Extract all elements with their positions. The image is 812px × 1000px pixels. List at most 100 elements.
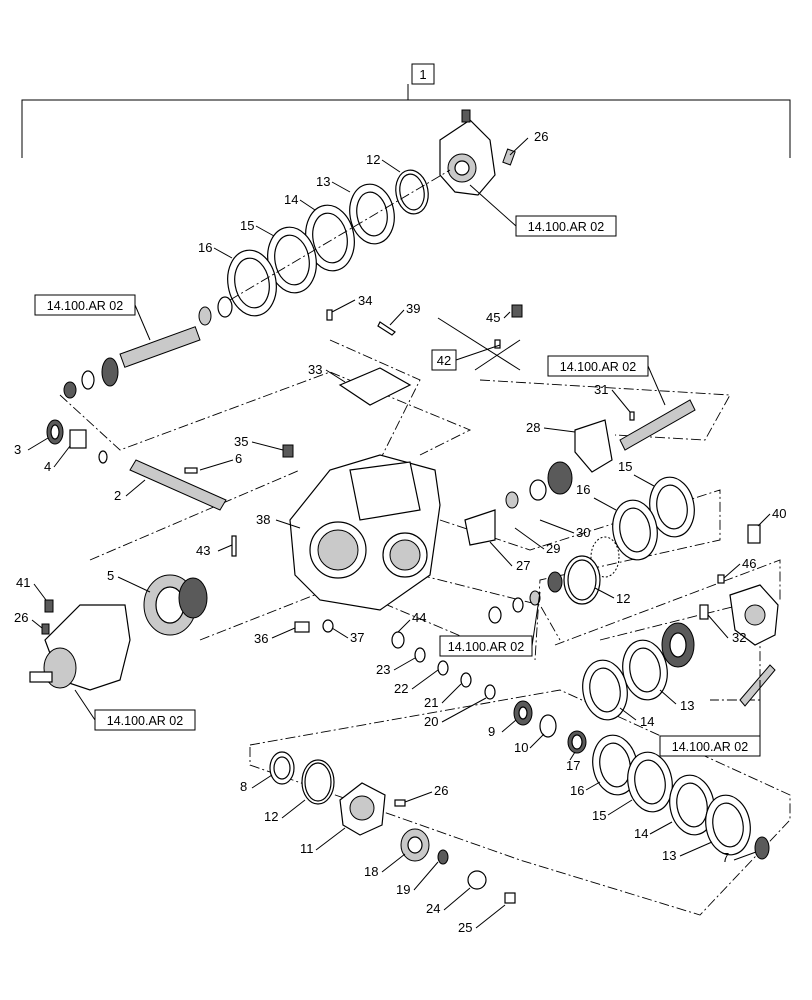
callout-41: 41 [16,575,30,590]
callout-4: 4 [44,459,51,474]
callout-28: 28 [526,420,540,435]
ref-text-top-right: 14.100.AR 02 [528,220,604,234]
callout-7: 7 [722,850,729,865]
top-cover-assembly [227,109,516,317]
shaft-2 [129,459,227,511]
assembly-number-box [411,63,435,85]
callout-32: 32 [732,630,746,645]
gear-right [547,461,573,495]
screw-34 [326,309,333,321]
upper-gear [101,357,119,387]
plug-40 [747,524,761,544]
top-bolt [461,109,471,123]
callout-43: 43 [196,543,210,558]
callout-40: 40 [772,506,786,521]
callout-15: 15 [592,808,606,823]
group-42 [437,304,523,371]
callouts: 26 12 13 14 15 16 34 39 45 33 31 28 3 4 … [14,129,786,935]
bearing-4 [69,429,87,449]
ring-19 [437,849,449,865]
callout-10: 10 [514,740,528,755]
callout-18: 18 [364,864,378,879]
ref-text-mid-right: 14.100.AR 02 [560,360,636,374]
callout-2: 2 [114,488,121,503]
cover-plate-assembly [326,309,412,406]
plug-37 [322,619,334,633]
group-42-label: 42 [437,353,451,368]
callout-26: 26 [534,129,548,144]
middle-right-gaskets [582,639,668,721]
callout-19: 19 [396,882,410,897]
assembly-bracket: 1 [21,63,791,158]
callout-9: 9 [488,724,495,739]
shift-fork-28 [574,419,613,473]
callout-3: 3 [14,442,21,457]
callout-15: 15 [240,218,254,233]
ref-text-lower-left: 14.100.AR 02 [107,714,183,728]
upper-shaft [119,326,201,368]
gear-7 [754,836,770,860]
callout-37: 37 [350,630,364,645]
gear-5 [143,574,208,636]
callout-6: 6 [235,451,242,466]
callout-31: 31 [594,382,608,397]
upper-left-shaft [63,296,233,399]
callout-13: 13 [316,174,330,189]
callout-36: 36 [254,631,268,646]
callout-30: 30 [576,525,590,540]
callout-38: 38 [256,512,270,527]
callout-13: 13 [662,848,676,863]
bolt-41 [44,599,54,613]
left-housing-cover [29,599,131,691]
callout-35: 35 [234,434,248,449]
main-housing [282,444,441,633]
gear-small [178,577,208,619]
right-shaft-assembly [464,399,696,546]
callout-14: 14 [284,192,298,207]
clip-39 [377,321,396,336]
assembly-number: 1 [419,67,426,82]
lower-right-stack [513,700,770,860]
callout-34: 34 [358,293,372,308]
callout-12: 12 [616,591,630,606]
callout-12: 12 [366,152,380,167]
right-cover-assembly [661,524,779,707]
callout-23: 23 [376,662,390,677]
pin-31 [629,411,635,421]
pin-43 [231,535,237,557]
right-shaft [619,399,696,451]
lower-left-stack [269,751,516,904]
callout-45: 45 [486,310,500,325]
ref-boxes: 14.100.AR 02 14.100.AR 02 14.100.AR 02 1… [34,184,761,757]
callout-14: 14 [634,826,648,841]
callout-46: 46 [742,556,756,571]
ref-text-center: 14.100.AR 02 [448,640,524,654]
callout-11: 11 [300,841,314,856]
fork-27 [464,509,496,546]
washer-24 [467,870,487,890]
ref-text-lower-right: 14.100.AR 02 [672,740,748,754]
callout-21: 21 [424,695,438,710]
callout-16: 16 [198,240,212,255]
ref-box-lower-right[interactable] [659,735,761,757]
callout-15: 15 [618,459,632,474]
callout-17: 17 [566,758,580,773]
shim-stack [391,631,496,700]
key-6 [184,467,198,474]
callout-26: 26 [434,783,448,798]
callout-39: 39 [406,301,420,316]
callout-13: 13 [680,698,694,713]
plug-35 [282,444,294,458]
main-shaft-assembly [46,419,237,557]
stud-right [739,664,776,707]
callout-24: 24 [426,901,440,916]
plug-45-top [511,304,523,318]
bolt-25 [504,892,516,904]
callout-20: 20 [424,714,438,729]
callout-16: 16 [576,482,590,497]
ref-text-upper-left: 14.100.AR 02 [47,299,123,313]
plug-36 [294,621,310,633]
cover-plate-33 [338,367,412,406]
pin-32 [699,604,709,620]
